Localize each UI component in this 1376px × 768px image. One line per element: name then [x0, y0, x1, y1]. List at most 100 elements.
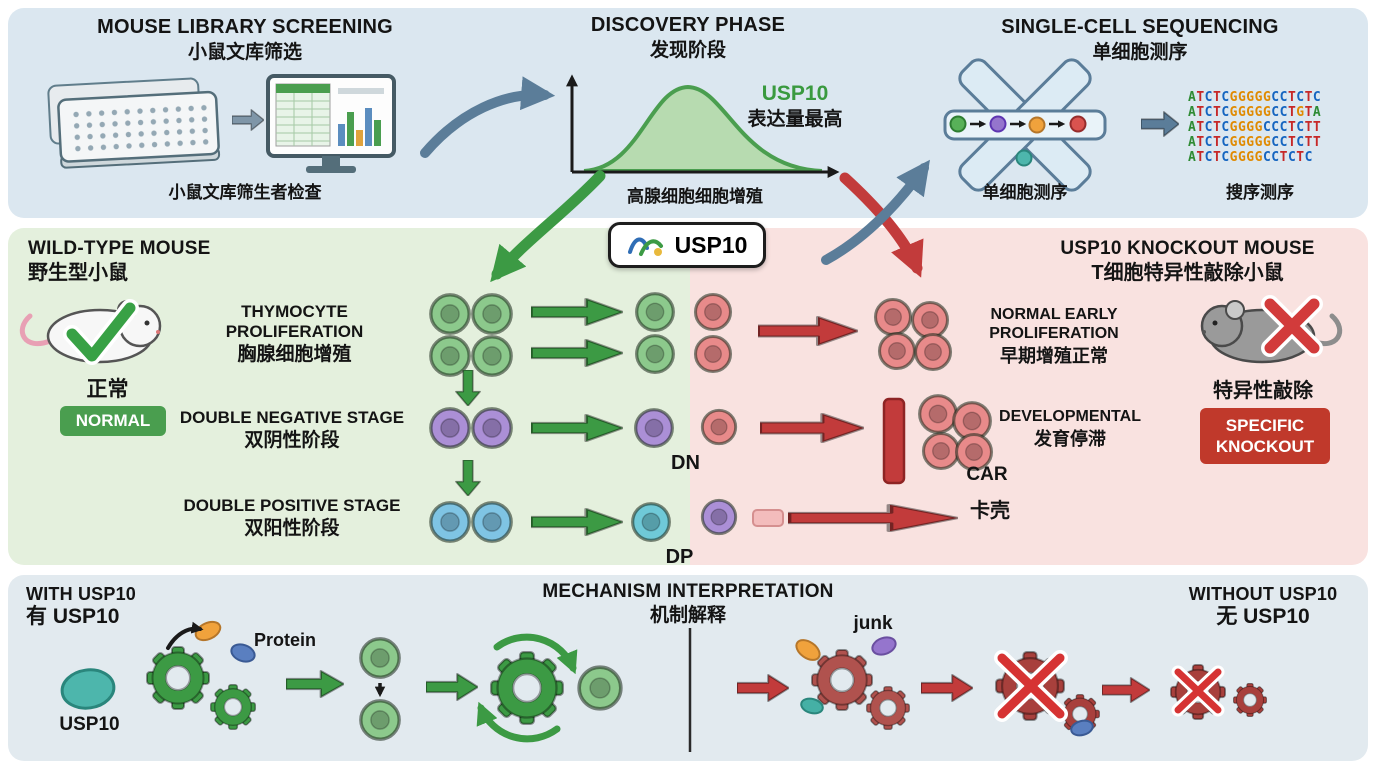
dead-x-icon — [1171, 665, 1225, 717]
knockout-badge-line1: SPECIFIC — [1225, 415, 1305, 435]
discovery-title-en: DISCOVERY PHASE — [590, 14, 786, 36]
stage-down-arrow-1 — [455, 370, 481, 406]
gene-callout: USP10 表达量最高 — [733, 82, 857, 131]
curve-axis-label: 高腺细胞细胞增殖 — [627, 187, 763, 206]
protein-blob-blue — [230, 643, 256, 663]
mechanism-arrow-2 — [426, 673, 478, 701]
knockout-zone — [690, 228, 1368, 565]
screening-to-discovery-arrow — [420, 76, 556, 158]
mechanism-arrow-5 — [1102, 677, 1150, 703]
broken-x-icon — [994, 650, 1068, 722]
library-caption: 小鼠文库筛生者检查 — [168, 183, 322, 202]
usp10-blob-label: USP10 — [59, 714, 120, 735]
protein-ribbon-icon — [627, 237, 663, 256]
middle-to-sequencing-arrow — [821, 159, 930, 265]
car-label: CAR — [966, 464, 1008, 485]
gear-to-protein-arrow — [166, 621, 204, 650]
with-usp10-label: WITH USP10 有 USP10 — [26, 584, 226, 630]
knockout-mouse-icon — [1200, 295, 1343, 364]
knockout-title-en: USP10 KNOCKOUT MOUSE — [1060, 238, 1315, 259]
with-usp10-en: WITH USP10 — [26, 584, 137, 604]
usp10-protein-badge: USP10 — [608, 222, 766, 268]
stage-thymocyte-label: THYMOCYTE PROLIFERATION 胸腺细胞增殖 — [192, 302, 397, 367]
stage-dn-en: DOUBLE NEGATIVE STAGE — [179, 408, 405, 427]
blocked-cells-cluster — [918, 394, 994, 472]
junk-label: junk — [853, 613, 893, 634]
knockout-title-zh: T细胞特异性敲除小鼠 — [1091, 262, 1284, 285]
junk-blob-blue — [1070, 719, 1094, 737]
junk-blob-purple — [871, 636, 897, 656]
proliferation-arrow-top — [531, 298, 623, 326]
cycle-arrow-bottom — [476, 701, 561, 743]
developmental-block-bar — [882, 397, 906, 485]
knockout-badge-line2: KNOCKOUT — [1215, 437, 1315, 456]
mechanism-arrow-3 — [737, 674, 789, 702]
mechanism-title-en: MECHANISM INTERPRETATION — [542, 581, 834, 602]
mechanism-title-zh: 机制解释 — [649, 605, 726, 627]
plate-to-monitor-arrow — [232, 109, 264, 131]
knockout-title: USP10 KNOCKOUT MOUSE T细胞特异性敲除小鼠 — [1015, 238, 1360, 286]
stage-dn-zh: 双阴性阶段 — [244, 430, 340, 452]
stage-thymocyte-en: THYMOCYTE PROLIFERATION — [225, 302, 364, 342]
discovery-to-wildtype-arrow — [490, 170, 606, 283]
library-title-zh: 小鼠文库筛选 — [187, 41, 302, 63]
junk-blob-orange — [795, 639, 821, 661]
wildtype-title-zh: 野生型小鼠 — [28, 262, 128, 285]
early-proliferation-zh: 早期增殖正常 — [1000, 345, 1108, 366]
sequencing-title-en: SINGLE-CELL SEQUENCING — [1001, 16, 1279, 38]
dn-knockout-cell — [700, 408, 738, 446]
gear-red-small-icon — [867, 687, 910, 730]
gear-cycle-icon — [491, 652, 563, 724]
dp-cell-label: DP — [665, 546, 694, 568]
gear-dead-small-icon — [1234, 684, 1267, 717]
developmental-label: DEVELOPMENTAL 发育停滞 — [995, 408, 1145, 450]
usp10-badge-label: USP10 — [674, 231, 748, 258]
wildtype-proliferation-cells — [429, 292, 675, 377]
stage-dp-en: DOUBLE POSITIVE STAGE — [183, 496, 401, 515]
library-title-en: MOUSE LIBRARY SCREENING — [97, 16, 393, 38]
early-proliferation-arrow — [758, 316, 858, 346]
mechanism-title: MECHANISM INTERPRETATION 机制解释 — [488, 581, 888, 628]
discovery-title-zh: 发现阶段 — [649, 39, 726, 61]
wildtype-zone — [8, 228, 690, 565]
chip-to-reads-arrow — [1141, 111, 1179, 137]
junk-blob-teal — [800, 697, 824, 715]
dp-single-cell — [631, 502, 671, 542]
gear-red-large-icon — [812, 650, 872, 710]
stuck-label: 卡壳 — [970, 500, 1010, 522]
wildtype-mouse-icon — [19, 299, 162, 365]
reads-caption: 搜序测序 — [1226, 183, 1294, 202]
wildtype-title: WILD-TYPE MOUSE 野生型小鼠 — [28, 238, 308, 286]
gene-name: USP10 — [761, 82, 829, 105]
stage-dp-zh: 双阳性阶段 — [244, 518, 340, 540]
wildtype-status: 正常 — [86, 378, 129, 401]
mechanism-arrow-4 — [921, 674, 973, 702]
well-plate-icon — [57, 90, 221, 169]
library-title: MOUSE LIBRARY SCREENING 小鼠文库筛选 — [95, 16, 395, 64]
mechanism-arrow-1 — [286, 670, 344, 698]
cycle-arrow-top — [493, 633, 578, 675]
early-proliferation-en: NORMAL EARLY PROLIFERATION — [989, 306, 1119, 342]
without-usp10-label: WITHOUT USP10 无 USP10 — [1168, 584, 1358, 630]
dn-arrow — [531, 414, 623, 442]
dn-cell-label: DN — [671, 452, 700, 474]
knockout-status: 特异性敲除 — [1213, 380, 1313, 402]
expression-curve-chart — [566, 74, 840, 178]
dn-block-arrow — [760, 414, 864, 442]
discovery-title: DISCOVERY PHASE 发现阶段 — [538, 14, 838, 62]
gear-green-small-icon — [211, 685, 256, 730]
stalled-arrow-stub — [752, 509, 784, 527]
dp-knockout-cell — [700, 498, 738, 536]
without-usp10-en: WITHOUT USP10 — [1188, 584, 1338, 604]
mouse-comparison-panel — [8, 228, 1368, 565]
mechanism-panel — [8, 575, 1368, 761]
stage-dn-label: DOUBLE NEGATIVE STAGE 双阴性阶段 — [172, 408, 412, 452]
protein-label: Protein — [254, 630, 317, 650]
knockout-badge: SPECIFIC KNOCKOUT — [1200, 408, 1330, 464]
developmental-en: DEVELOPMENTAL — [999, 408, 1141, 425]
stage-down-arrow-2 — [455, 460, 481, 496]
gene-note: 表达量最高 — [747, 108, 843, 130]
